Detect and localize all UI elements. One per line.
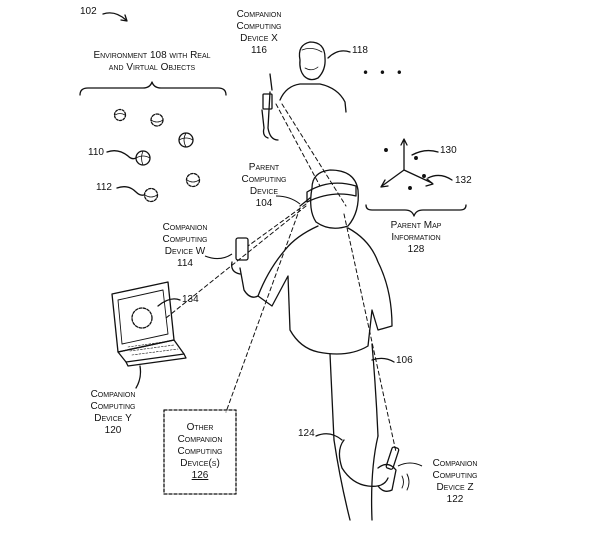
environment-label-line2: and Virtual Objects: [72, 62, 232, 74]
ref-134: 134: [182, 294, 199, 305]
laptop-y: [112, 282, 186, 366]
leader-124: [316, 434, 342, 440]
other-devices-line2: Companion: [166, 434, 234, 446]
leader-130: [412, 151, 438, 155]
parent-map-line1: Parent Map: [376, 220, 456, 232]
companion-z-ref: 122: [420, 494, 490, 506]
environment-brace: [80, 82, 226, 95]
parent-device-label: Parent Computing Device 104: [224, 162, 304, 210]
leader-134: [158, 299, 180, 306]
parent-map-line2: Information: [376, 232, 456, 244]
companion-w-line1: Companion: [150, 222, 220, 234]
more-devices-ellipsis: • • •: [362, 66, 406, 80]
ref-132: 132: [455, 175, 472, 186]
user-106: [240, 170, 392, 520]
companion-y-line3: Device Y: [78, 413, 148, 425]
parent-map-ref: 128: [376, 244, 456, 256]
companion-x-line1: Companion: [224, 9, 294, 21]
figure-ref-102: 102: [80, 6, 97, 17]
connection-lines: [166, 104, 396, 452]
other-devices-ref: 126: [166, 470, 234, 482]
map-axes: [381, 139, 433, 189]
companion-z-line1: Companion: [420, 458, 490, 470]
figure-ref-arrow: [103, 13, 126, 20]
parent-device-line1: Parent: [224, 162, 304, 174]
leader-118: [328, 51, 350, 58]
companion-z-line2: Computing: [420, 470, 490, 482]
environment-label-line1: Environment 108 with Real: [72, 50, 232, 62]
leader-116: [270, 74, 272, 90]
companion-w-line3: Device W: [150, 246, 220, 258]
other-devices-line1: Other: [166, 422, 234, 434]
companion-y-label: Companion Computing Device Y 120: [78, 389, 148, 437]
parent-device-line3: Device: [224, 186, 304, 198]
companion-x-line3: Device X: [224, 33, 294, 45]
companion-w-ref: 114: [150, 258, 220, 270]
companion-w-line2: Computing: [150, 234, 220, 246]
ref-118: 118: [352, 45, 368, 56]
companion-x-ref: 116: [224, 45, 294, 57]
environment-label: Environment 108 with Real and Virtual Ob…: [72, 50, 232, 74]
companion-x-line2: Computing: [224, 21, 294, 33]
companion-z-label: Companion Computing Device Z 122: [420, 458, 490, 506]
other-devices-line4: Device(s): [166, 458, 234, 470]
companion-x-label: Companion Computing Device X 116: [224, 9, 294, 57]
parent-device-line2: Computing: [224, 174, 304, 186]
companion-y-ref: 120: [78, 425, 148, 437]
companion-z-line3: Device Z: [420, 482, 490, 494]
leader-132: [428, 175, 452, 180]
phone-w: [236, 238, 248, 260]
hand-124: [339, 440, 409, 491]
ref-130: 130: [440, 145, 457, 156]
ref-112: 112: [96, 182, 112, 193]
leader-120: [136, 366, 141, 388]
other-devices-label: Other Companion Computing Device(s) 126: [166, 422, 234, 482]
ref-124: 124: [298, 428, 315, 439]
parent-device-ref: 104: [224, 198, 304, 210]
companion-w-label: Companion Computing Device W 114: [150, 222, 220, 270]
companion-y-line1: Companion: [78, 389, 148, 401]
leader-110: [107, 151, 136, 159]
companion-y-line2: Computing: [78, 401, 148, 413]
other-devices-line3: Computing: [166, 446, 234, 458]
parent-map-label: Parent Map Information 128: [376, 220, 456, 256]
leader-112: [117, 187, 144, 196]
map-brace: [366, 205, 466, 216]
ref-106: 106: [396, 355, 413, 366]
ref-110: 110: [88, 147, 104, 158]
